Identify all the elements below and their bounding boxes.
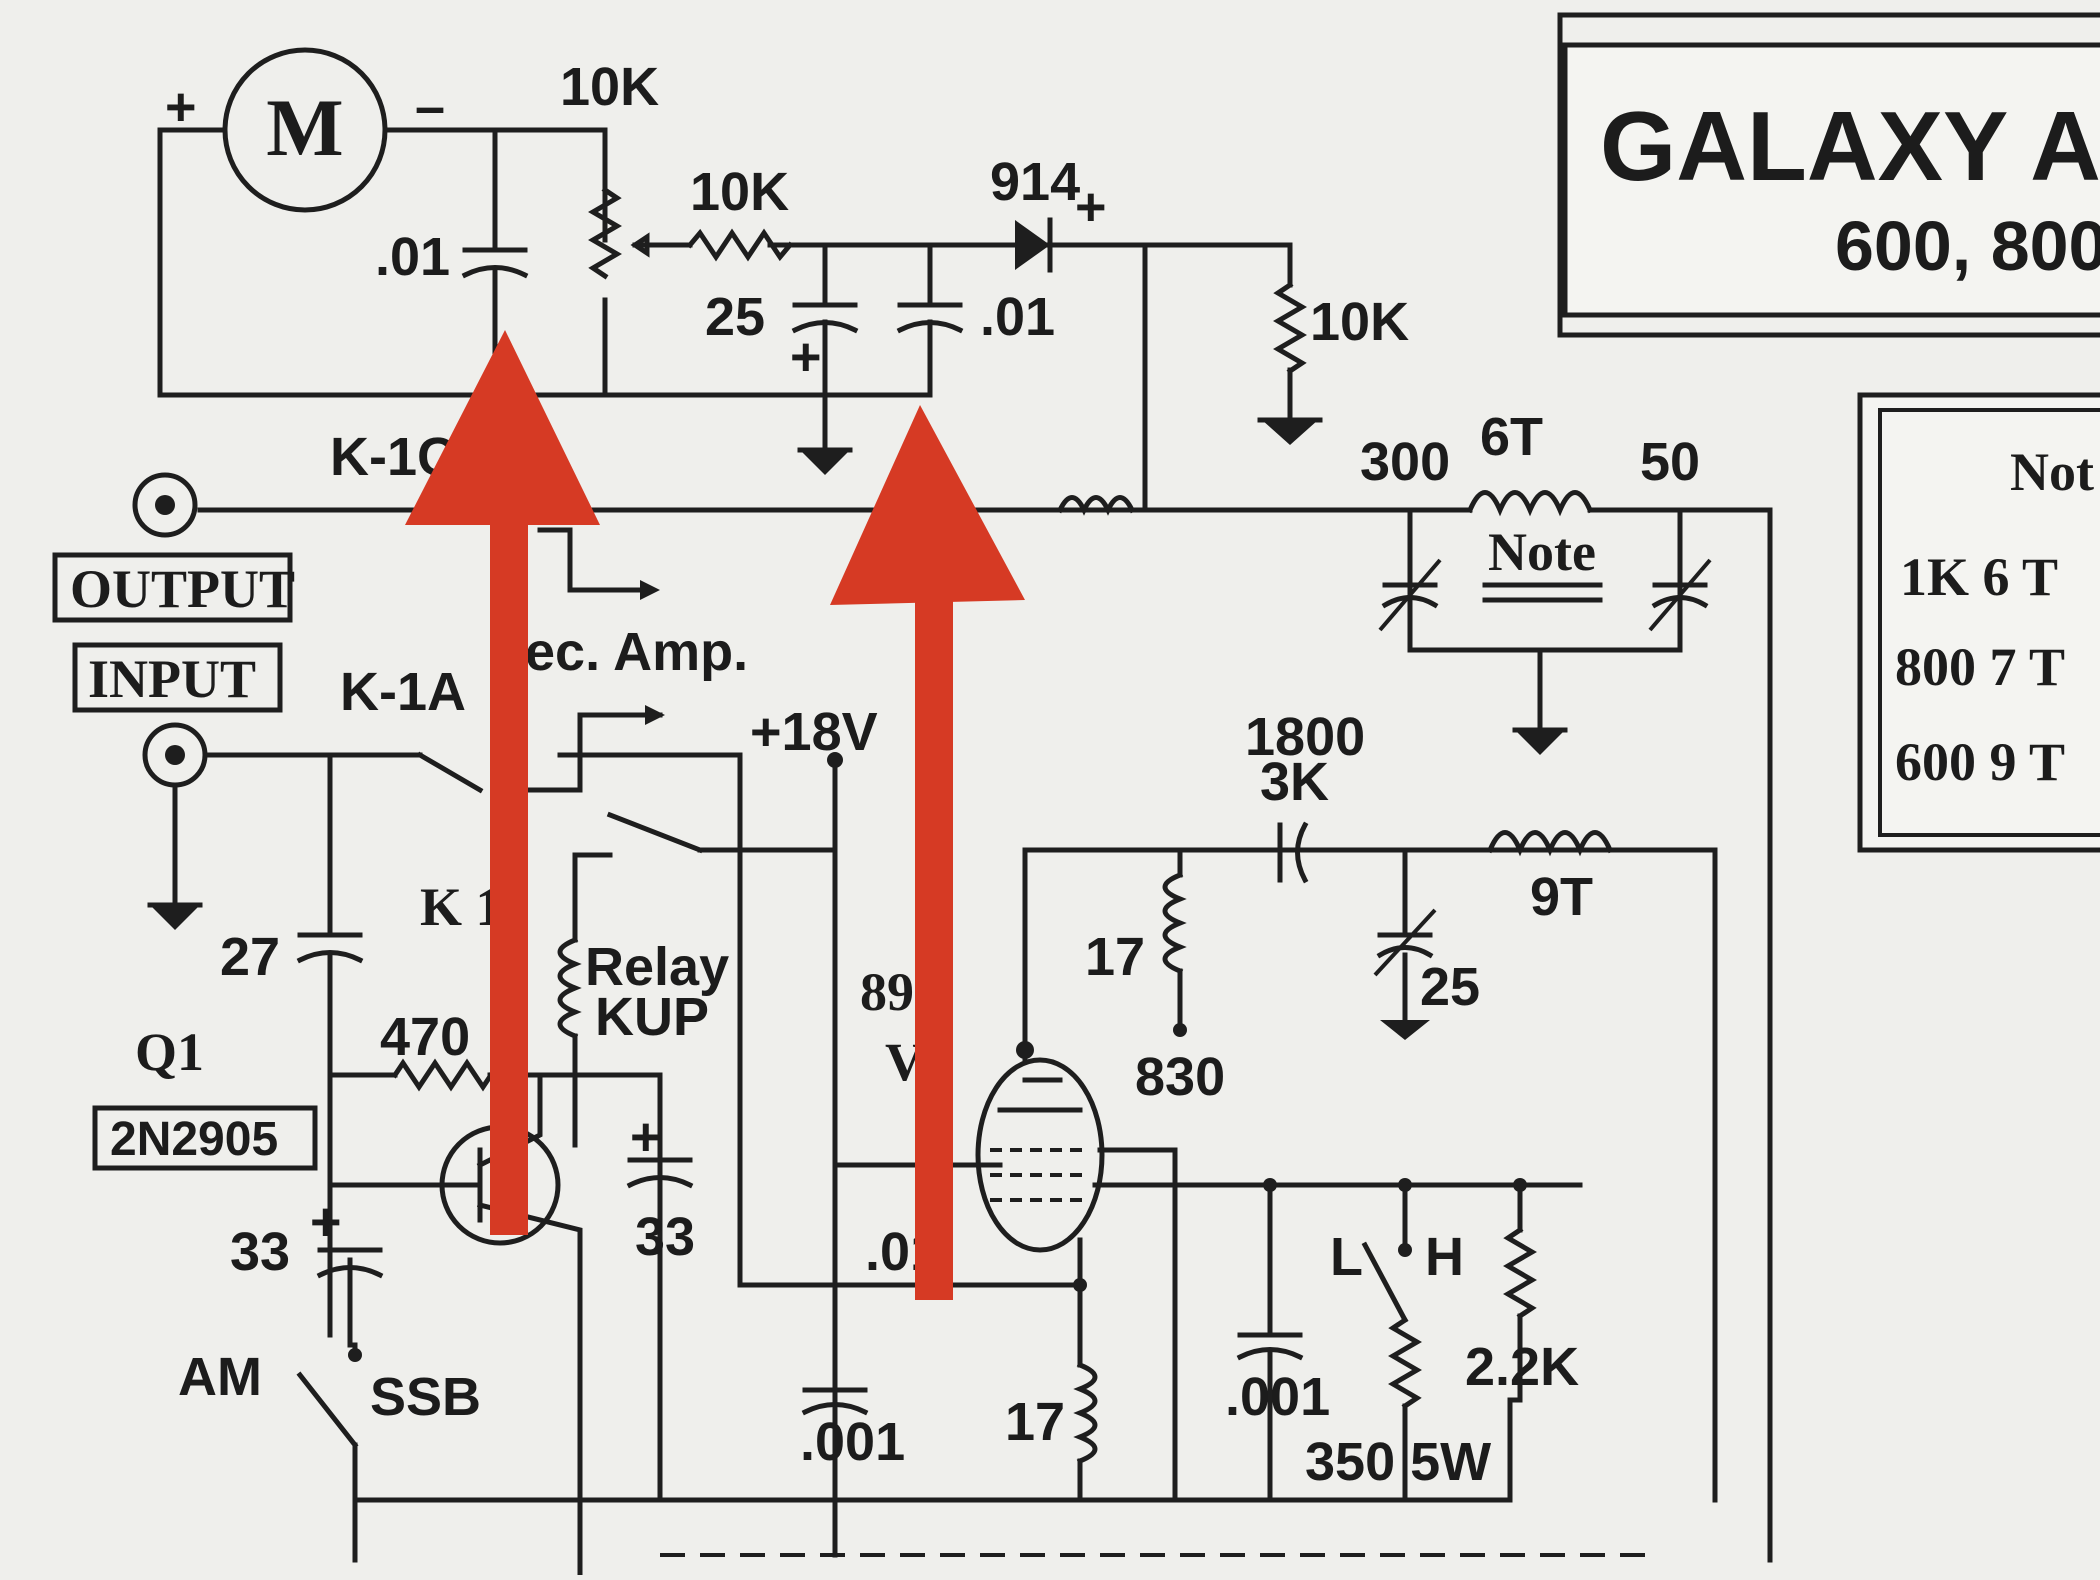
cap-27-label: 27	[220, 927, 280, 987]
relay-label-1: Relay	[585, 937, 729, 997]
res-22k-label: 2.2K	[1465, 1337, 1579, 1397]
output-label: OUTPUT	[70, 559, 295, 619]
cap-33-left-plus: +	[310, 1192, 342, 1252]
cap-25-label: 25	[705, 287, 765, 347]
res-470-label: 470	[380, 1007, 470, 1067]
coil-830-label: 830	[1135, 1047, 1225, 1107]
coil-6t-label: 6T	[1480, 407, 1543, 467]
q1-label: Q1	[135, 1022, 204, 1082]
v18-label: +18V	[750, 702, 878, 762]
note-box: Not 1K 6 T 800 7 T 600 9 T	[1857, 392, 2100, 853]
switch-am-label: AM	[178, 1347, 262, 1407]
output-network: K-1C 6T 300 50 Note	[197, 407, 1773, 1563]
output-label-box	[52, 552, 293, 623]
res-350-label: 350 5W	[1305, 1432, 1491, 1492]
input-label-box	[72, 642, 283, 713]
note-heading: Not	[2010, 442, 2094, 502]
q1-part-label: 2N2905	[110, 1113, 278, 1166]
relay-switches: K-1A ec. Amp. +18V	[340, 527, 878, 1558]
motor-plus: +	[165, 77, 197, 137]
rec-amp-label: ec. Amp.	[525, 622, 748, 682]
cap-33-mid-label: 33	[635, 1207, 695, 1267]
subtitle-text: 600, 800	[1835, 207, 2100, 285]
motor-minus: –	[415, 77, 445, 137]
cap-001-right-label: .001	[1225, 1367, 1330, 1427]
res-10k-mid-label: 10K	[690, 162, 789, 222]
jacks: OUTPUT INPUT	[52, 472, 423, 930]
coil-17-top-label: 17	[1085, 927, 1145, 987]
cap-300-label: 300	[1360, 432, 1450, 492]
cap-33-left-label: 33	[230, 1222, 290, 1282]
cap-1800-label: 1800	[1245, 707, 1365, 767]
title-text: GALAXY AM	[1600, 91, 2100, 201]
switch-h-label: H	[1425, 1227, 1464, 1287]
cap-001-left-label: .001	[800, 1412, 905, 1472]
annotation-arrows	[405, 330, 1025, 1300]
switch-ssb-label: SSB	[370, 1367, 481, 1427]
tube-section: 89 5 V 17 830 1800 3K 25 9T	[737, 707, 1718, 1503]
right-capacitor-arrow	[830, 405, 1025, 1300]
cap-33-mid-plus: +	[630, 1107, 662, 1167]
res-10k-right-label: 10K	[1310, 292, 1409, 352]
input-label: INPUT	[88, 649, 256, 709]
note-line-2: 800 7 T	[1895, 637, 2065, 697]
motor-section: M + – .01 10K 10K 25 +	[157, 47, 1409, 513]
motor-label: M	[266, 82, 343, 173]
diode-plus: +	[1075, 177, 1107, 237]
q1-part-box	[92, 1105, 318, 1171]
cap-01-left-label: .01	[375, 227, 450, 287]
ground-bus	[352, 1497, 1650, 1578]
switch-l-label: L	[1330, 1227, 1363, 1287]
title-box: GALAXY AM 600, 800	[1557, 12, 2100, 338]
cap-01-mid-label: .01	[980, 287, 1055, 347]
pot-10k-label: 10K	[560, 57, 659, 117]
note-line-1: 1K 6 T	[1900, 547, 2058, 607]
cap-25-tune-label: 25	[1420, 957, 1480, 1017]
coil-17-bot-label: 17	[1005, 1392, 1065, 1452]
coil-9t-label: 9T	[1530, 867, 1593, 927]
cap-3k-label: 3K	[1260, 752, 1329, 812]
tube-8950	[975, 1057, 1105, 1253]
relay-driver: K 1 Relay KUP 27 470 Q1 2N2905 33 +	[92, 752, 729, 1563]
output-jack	[132, 472, 198, 538]
k1-label: K 1	[420, 877, 503, 937]
note-center-label: Note	[1488, 522, 1596, 582]
k1a-label: K-1A	[340, 662, 466, 722]
relay-label-2: KUP	[595, 987, 709, 1047]
diode-914-label: 914	[990, 152, 1080, 212]
note-line-3: 600 9 T	[1895, 732, 2065, 792]
cap-50-label: 50	[1640, 432, 1700, 492]
cap-25-plus: +	[790, 327, 822, 387]
left-capacitor-arrow	[405, 330, 600, 1235]
